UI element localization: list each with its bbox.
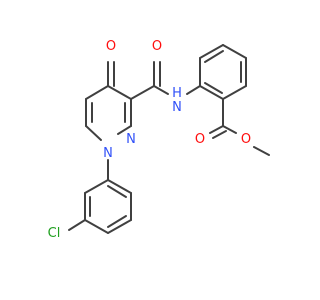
atom-label-oxygen: O bbox=[241, 132, 251, 147]
bond bbox=[199, 85, 224, 100]
bond bbox=[107, 219, 132, 234]
bond bbox=[204, 82, 223, 94]
bond bbox=[84, 179, 109, 194]
bond bbox=[222, 125, 237, 134]
bond bbox=[85, 125, 102, 141]
atom-label-nitrogen: N bbox=[126, 132, 136, 147]
bond bbox=[130, 85, 155, 100]
bond bbox=[107, 85, 132, 100]
atom-label-oxygen: O bbox=[195, 132, 205, 147]
bond bbox=[107, 179, 132, 194]
atom-label-oxygen: O bbox=[152, 39, 162, 54]
bond bbox=[186, 85, 201, 95]
bond bbox=[85, 85, 109, 100]
bond bbox=[68, 219, 86, 231]
atom-label-nitrogen: N bbox=[103, 146, 113, 161]
bond-lines bbox=[68, 44, 270, 234]
bond bbox=[153, 85, 169, 95]
bond bbox=[222, 44, 247, 59]
bond bbox=[107, 185, 127, 198]
bond bbox=[117, 125, 132, 135]
atom-label-chlorine: Cl bbox=[48, 226, 61, 241]
bond bbox=[212, 130, 227, 139]
bond bbox=[84, 219, 109, 234]
bond bbox=[209, 125, 224, 134]
bond bbox=[199, 44, 224, 59]
bond bbox=[222, 85, 247, 100]
atom-label-oxygen: O bbox=[106, 39, 116, 54]
bond bbox=[107, 215, 127, 228]
bond bbox=[253, 146, 270, 156]
bond bbox=[204, 50, 224, 63]
